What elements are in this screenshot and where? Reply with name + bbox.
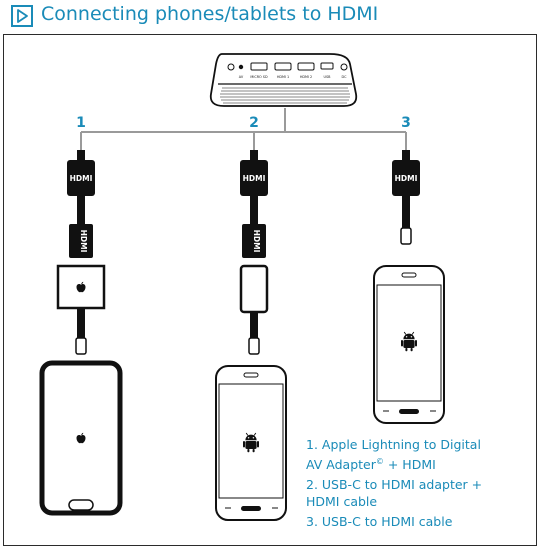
branch-number-3: 3: [401, 115, 411, 131]
port-label-hdmi1: HDMI 1: [277, 75, 289, 79]
legend-item-1-line2: AV Adapter: [306, 456, 376, 472]
legend-item-2-line1: 2. USB-C to HDMI adapter +: [306, 477, 483, 493]
header: Connecting phones/tablets to HDMI: [3, 2, 537, 30]
play-triangle-icon: [11, 5, 33, 27]
port-label-dc: DC: [342, 75, 348, 79]
legend: 1. Apple Lightning to Digital AV Adapter…: [306, 437, 534, 535]
legend-item-3: 3. USB-C to HDMI cable: [306, 514, 534, 531]
port-label-usb: USB: [324, 75, 332, 79]
branch-1-cable: HDMI HDMI: [56, 150, 106, 355]
legend-item-3-text: 3. USB-C to HDMI cable: [306, 514, 453, 530]
legend-item-1-tail: + HDMI: [383, 456, 436, 472]
hdmi-label: HDMI: [79, 230, 88, 253]
branch-3-cable: HDMI: [392, 150, 420, 245]
hdmi-label: HDMI: [252, 230, 261, 253]
hdmi-label: HDMI: [395, 174, 418, 183]
iphone-device: [39, 360, 123, 516]
port-label-microsd: MICRO SD: [250, 75, 268, 79]
hdmi-label: HDMI: [70, 174, 93, 183]
diagram-frame: [3, 34, 537, 546]
registered-mark: ©: [375, 456, 384, 466]
page-title: Connecting phones/tablets to HDMI: [41, 3, 379, 25]
branch-number-2: 2: [249, 115, 259, 131]
legend-item-1: 1. Apple Lightning to Digital AV Adapter…: [306, 437, 534, 473]
android-phone-3: [373, 265, 445, 424]
branch-lines: [80, 108, 407, 150]
legend-item-1-line1: 1. Apple Lightning to Digital: [306, 437, 481, 452]
port-label-hdmi2: HDMI 2: [300, 75, 312, 79]
projector-ports: AV MICRO SD HDMI 1 HDMI 2 USB DC: [227, 62, 348, 79]
branch-2-cable: HDMI HDMI: [239, 150, 269, 355]
branch-number-1: 1: [76, 115, 86, 131]
legend-item-2: 2. USB-C to HDMI adapter + HDMI cable: [306, 477, 534, 510]
hdmi-label: HDMI: [243, 174, 266, 183]
projector: AV MICRO SD HDMI 1 HDMI 2 USB DC: [209, 53, 358, 107]
android-phone-2: [215, 365, 287, 521]
legend-item-2-line2: HDMI cable: [306, 493, 378, 509]
port-label-av: AV: [239, 75, 244, 79]
